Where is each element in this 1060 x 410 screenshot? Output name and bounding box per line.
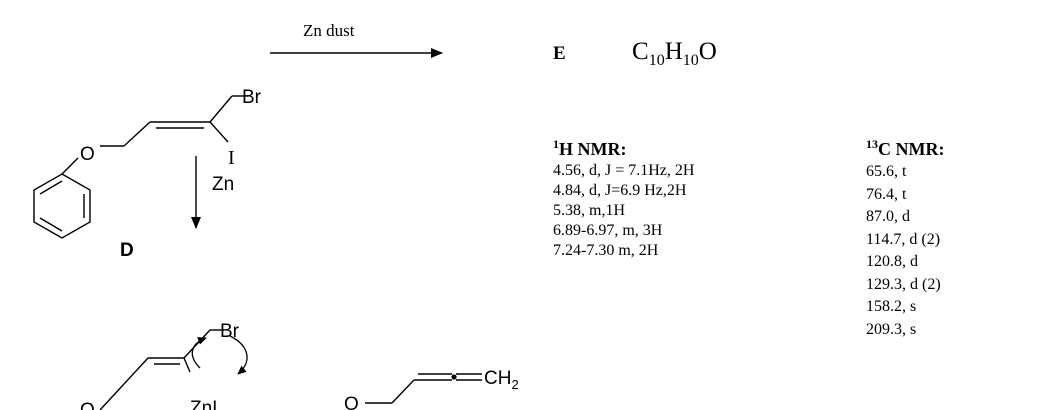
h-nmr-peak: 4.56, d, J = 7.1Hz, 2H bbox=[553, 162, 695, 179]
c-nmr-peak: 129.3, d (2) bbox=[866, 275, 941, 293]
c-nmr-panel: 13C NMR: 65.6, t 76.4, t 87.0, d 114.7, … bbox=[866, 134, 944, 341]
bromine-atom-d: Br bbox=[242, 87, 262, 108]
h-nmr-peak: 7.24-7.30 m, 2H bbox=[553, 242, 659, 259]
c-nmr-peak: 65.6, t bbox=[866, 163, 907, 180]
c-nmr-peak: 120.8, d bbox=[866, 253, 918, 270]
h-nmr-peak: 4.84, d, J=6.9 Hz,2H bbox=[553, 182, 687, 199]
iodine-atom-d: I bbox=[228, 147, 235, 169]
c-nmr-peak: 209.3, s bbox=[866, 320, 917, 338]
methylene-group: CH2 bbox=[484, 368, 519, 392]
electron-push-arrow-1 bbox=[191, 337, 207, 369]
molecular-formula: C10H10O bbox=[632, 38, 717, 69]
h-nmr-peak: 5.38, m,1H bbox=[553, 202, 625, 219]
reagent-zn-dust: Zn dust bbox=[303, 21, 355, 40]
oxygen-atom-d: O bbox=[80, 144, 95, 165]
c-nmr-peak: 87.0, d bbox=[866, 208, 910, 225]
h-nmr-panel: 1H NMR: 4.56, d, J = 7.1Hz, 2H 4.84, d, … bbox=[553, 134, 694, 261]
c-nmr-peak: 114.7, d (2) bbox=[866, 230, 941, 248]
oxygen-atom-intermediate: O bbox=[80, 400, 95, 410]
allene-central-carbon-dot bbox=[451, 374, 457, 380]
product-label-e: E bbox=[553, 43, 566, 64]
h-nmr-peak: 6.89-6.97, m, 3H bbox=[553, 222, 663, 239]
h-nmr-title: 1H NMR: bbox=[553, 137, 627, 159]
compound-label-d: D bbox=[120, 240, 134, 261]
c-nmr-peak: 158.2, s bbox=[866, 298, 917, 315]
allene-structure bbox=[365, 373, 482, 404]
c-nmr-title: 13C NMR: bbox=[866, 137, 945, 159]
c-nmr-peak: 76.4, t bbox=[866, 185, 907, 203]
benzene-ring bbox=[33, 173, 91, 239]
oxygen-atom-allene: O bbox=[344, 394, 359, 410]
bromine-atom-intermediate: Br bbox=[220, 321, 240, 342]
zinc-iodide-group: ZnI bbox=[190, 398, 217, 410]
compound-d-structure bbox=[33, 95, 248, 239]
reagent-zn: Zn bbox=[212, 174, 234, 195]
electron-push-arrow-2 bbox=[229, 335, 248, 375]
